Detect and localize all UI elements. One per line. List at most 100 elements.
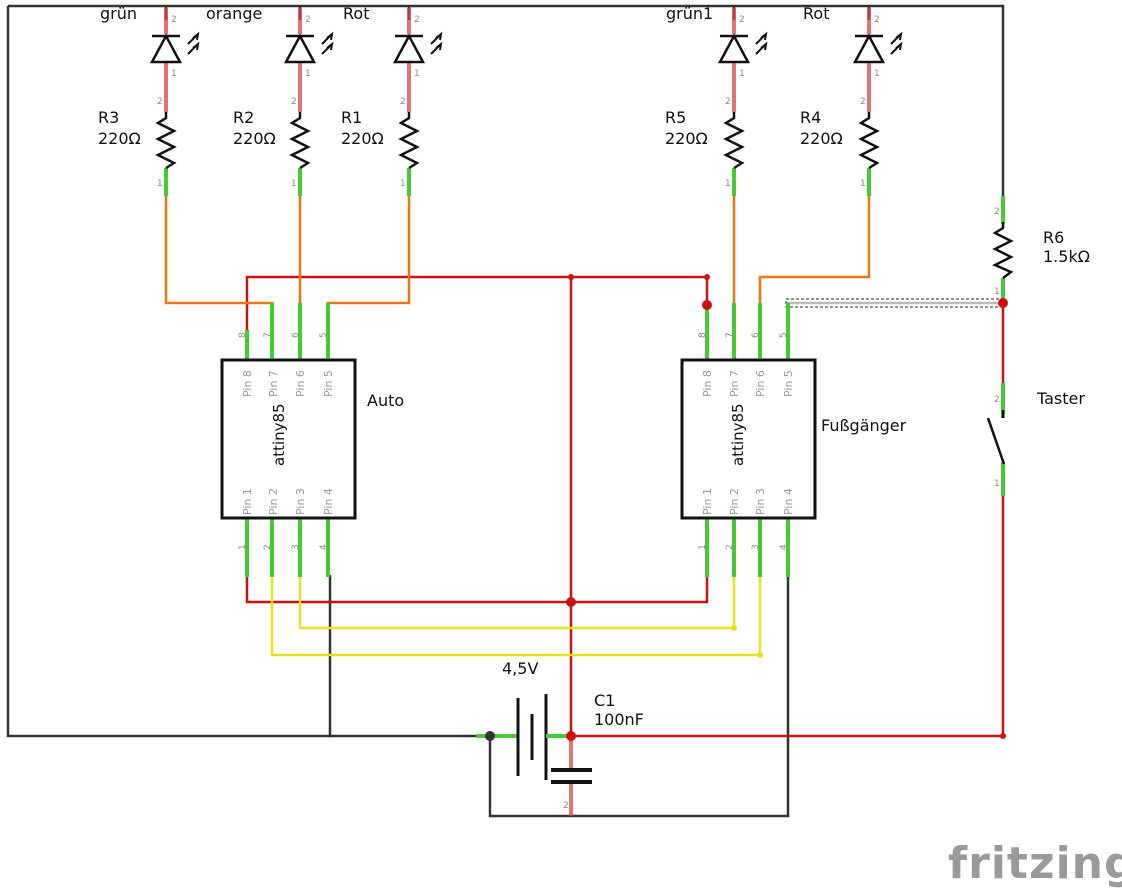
resistor-icon <box>992 222 1014 279</box>
chip-label: Auto <box>367 391 404 410</box>
svg-text:1: 1 <box>171 69 177 79</box>
svg-text:1: 1 <box>860 179 866 189</box>
svg-text:1: 1 <box>994 287 1000 297</box>
svg-text:2: 2 <box>291 97 297 107</box>
svg-text:6: 6 <box>291 332 301 338</box>
signal-wires <box>270 575 762 657</box>
chip-label: Fußgänger <box>821 416 907 435</box>
svg-text:Pin 8: Pin 8 <box>241 370 254 397</box>
svg-text:6: 6 <box>751 332 761 338</box>
svg-text:2: 2 <box>860 97 866 107</box>
resistor-name: R2 <box>233 108 254 127</box>
capacitor[interactable]: 2 C1 100nF <box>551 691 644 816</box>
resistor-value: 1.5kΩ <box>1043 247 1090 266</box>
svg-text:Pin 7: Pin 7 <box>267 370 280 397</box>
svg-text:1: 1 <box>994 479 1000 489</box>
svg-text:4: 4 <box>779 544 789 550</box>
pushbutton[interactable]: 2 1 Taster <box>986 383 1085 496</box>
svg-text:1: 1 <box>414 69 420 79</box>
svg-text:3: 3 <box>291 544 301 550</box>
battery[interactable]: 4,5V <box>476 659 568 780</box>
led-label: grün1 <box>666 4 713 23</box>
resistor-value: 220Ω <box>800 129 843 148</box>
svg-text:Pin 1: Pin 1 <box>701 488 714 515</box>
chip-auto[interactable]: attiny85 Auto Pin 8 Pin 7 Pin 6 Pin 5 Pi… <box>220 303 404 577</box>
svg-text:Pin 3: Pin 3 <box>754 488 767 515</box>
led-labels: grün orange Rot grün1 Rot R3 220Ω R2 220… <box>98 4 843 148</box>
led-label: Rot <box>343 4 369 23</box>
svg-text:2: 2 <box>725 97 731 107</box>
chip-part: attiny85 <box>270 403 288 466</box>
button-label: Taster <box>1036 389 1085 408</box>
fritzing-logo: fritzing <box>948 838 1122 889</box>
svg-text:1: 1 <box>400 179 406 189</box>
resistor-name: R6 <box>1043 228 1064 247</box>
svg-text:8: 8 <box>698 332 708 338</box>
svg-text:2: 2 <box>171 15 177 25</box>
chip-pedestrian[interactable]: attiny85 Fußgänger Pin 8 Pin 7 Pin 6 Pin… <box>680 303 907 577</box>
svg-text:2: 2 <box>414 15 420 25</box>
resistor-icon <box>289 112 311 170</box>
svg-text:2: 2 <box>305 15 311 25</box>
resistor-name: R4 <box>800 108 821 127</box>
resistor-name: R1 <box>341 108 362 127</box>
led-column-2[interactable]: 2 1 2 1 <box>283 8 334 196</box>
led-label: Rot <box>803 4 829 23</box>
svg-text:2: 2 <box>725 544 735 550</box>
capacitor-value: 100nF <box>594 710 644 729</box>
chip-body <box>680 358 817 520</box>
svg-text:2: 2 <box>739 15 745 25</box>
led-icon <box>852 33 886 64</box>
svg-text:Pin 2: Pin 2 <box>267 488 280 515</box>
svg-text:Pin 5: Pin 5 <box>322 370 335 397</box>
svg-text:1: 1 <box>238 544 248 550</box>
svg-text:Pin 4: Pin 4 <box>782 488 795 515</box>
svg-text:5: 5 <box>779 332 789 338</box>
resistor-name: R3 <box>98 108 119 127</box>
junctions <box>485 274 1008 741</box>
resistor-value: 220Ω <box>98 129 141 148</box>
resistor-icon <box>398 112 420 170</box>
chip-part: attiny85 <box>729 403 747 466</box>
chip-body <box>220 358 357 520</box>
svg-text:7: 7 <box>263 332 273 338</box>
svg-text:1: 1 <box>739 69 745 79</box>
svg-text:2: 2 <box>563 801 569 811</box>
svg-text:3: 3 <box>751 544 761 550</box>
resistor-value: 220Ω <box>665 129 708 148</box>
svg-text:Pin 1: Pin 1 <box>241 488 254 515</box>
ground-wires <box>6 4 1005 818</box>
svg-text:1: 1 <box>725 179 731 189</box>
svg-text:Pin 6: Pin 6 <box>754 370 767 397</box>
led-icon <box>149 33 183 64</box>
capacitor-name: C1 <box>594 691 615 710</box>
led-column-5[interactable]: 2 1 2 1 <box>852 8 903 196</box>
svg-text:Pin 6: Pin 6 <box>294 370 307 397</box>
led-column-3[interactable]: 2 1 2 1 <box>392 8 443 196</box>
svg-text:Pin 5: Pin 5 <box>782 370 795 397</box>
svg-text:Pin 4: Pin 4 <box>322 488 335 515</box>
svg-text:8: 8 <box>238 332 248 338</box>
resistor-name: R5 <box>665 108 686 127</box>
svg-text:Pin 2: Pin 2 <box>728 488 741 515</box>
led-column-1[interactable]: 2 1 2 1 <box>149 8 200 196</box>
button-signal-wire[interactable] <box>785 298 1004 330</box>
svg-text:Pin 7: Pin 7 <box>728 370 741 397</box>
svg-text:4: 4 <box>319 544 329 550</box>
resistor-value: 220Ω <box>233 129 276 148</box>
svg-text:1: 1 <box>698 544 708 550</box>
switch-icon <box>986 417 1006 465</box>
svg-text:2: 2 <box>400 97 406 107</box>
svg-text:2: 2 <box>263 544 273 550</box>
led-label: grün <box>100 4 137 23</box>
svg-text:1: 1 <box>874 69 880 79</box>
svg-text:1: 1 <box>157 179 163 189</box>
svg-text:2: 2 <box>994 395 1000 405</box>
led-column-4[interactable]: 2 1 2 1 <box>717 8 768 196</box>
led-label: orange <box>206 4 262 23</box>
resistor-r6[interactable]: 2 1 R6 1.5kΩ <box>992 196 1090 300</box>
led-icon <box>283 33 317 64</box>
svg-text:1: 1 <box>291 179 297 189</box>
resistor-icon <box>723 112 745 170</box>
